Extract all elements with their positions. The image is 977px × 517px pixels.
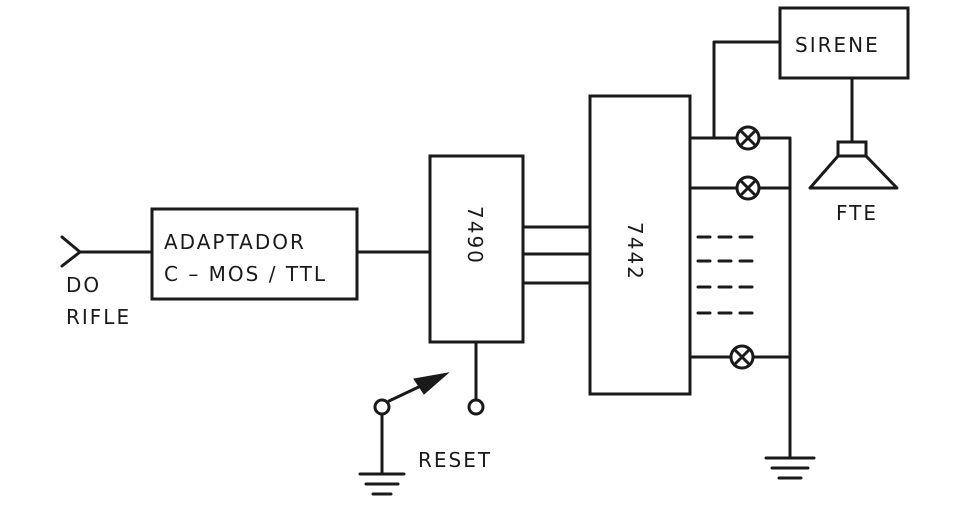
reset-label: RESET [418,448,492,472]
speaker-label: FTE [836,201,878,225]
siren-label: SIRENE [795,33,880,57]
adapter-block [150,207,359,301]
lamp-icon [735,175,761,201]
counter-to-decoder-bus [521,225,592,285]
counter-label: 7490 [463,206,487,265]
reset-arrowhead [413,372,450,395]
decoder-label: 7442 [623,222,647,281]
lamp-icon [735,125,761,151]
input-label-line1: DO [66,273,101,297]
siren-block [778,6,910,80]
decoder-block [588,94,692,396]
input-label-line2: RIFLE [66,305,131,329]
reset-switch [373,340,485,476]
adapter-label-line1: ADAPTADOR [164,230,306,254]
speaker-icon [808,140,899,190]
siren-wire [712,40,782,140]
ground-symbol [764,456,816,480]
input-connector [60,235,154,268]
lamp-icon [729,344,755,370]
reset-ground-symbol [358,472,406,496]
adapter-label-line2: C – MOS / TTL [164,262,327,286]
omitted-outputs-dashes [696,235,762,315]
counter-block [428,154,525,344]
